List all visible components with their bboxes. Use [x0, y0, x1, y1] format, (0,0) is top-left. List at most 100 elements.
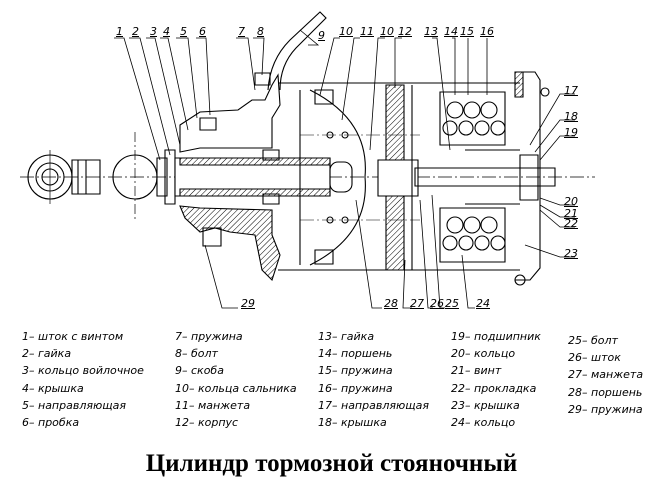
- callout-18: 18: [564, 110, 578, 123]
- legend-item: 22– прокладка: [451, 381, 537, 395]
- callout-20: 20: [564, 195, 578, 208]
- legend-item: 17– направляющая: [318, 398, 429, 412]
- callout-15: 15: [460, 25, 474, 38]
- callout-21: 21: [564, 207, 578, 220]
- legend-num: 19: [451, 330, 465, 343]
- legend-num: 12: [175, 415, 189, 429]
- legend-item: 29– пружина: [568, 402, 643, 416]
- legend-name: болт: [191, 347, 218, 361]
- legend-name: винт: [474, 364, 502, 378]
- legend-item: 11– манжета: [175, 398, 251, 412]
- callout-12: 12: [398, 25, 412, 38]
- legend-num: 3: [22, 364, 29, 378]
- legend-item: 28– поршень: [568, 385, 643, 399]
- callout-1: 1: [116, 25, 123, 38]
- legend-name: болт: [591, 334, 618, 347]
- callout-27: 27: [410, 297, 424, 310]
- legend-num: 18: [318, 415, 332, 429]
- legend-name: кольцо: [474, 415, 516, 429]
- callout-23: 23: [564, 247, 578, 260]
- legend-column-1: 1– шток с винтом 2– гайка 3– кольцо войл…: [22, 328, 144, 431]
- legend-num: 25: [568, 334, 582, 347]
- legend-item: 14– поршень: [318, 347, 393, 361]
- legend-item: 18– крышка: [318, 415, 387, 429]
- legend-name: поршень: [341, 347, 393, 361]
- callout-3: 3: [150, 25, 157, 38]
- callout-10a: 10: [339, 25, 353, 38]
- legend-num: 5: [22, 398, 29, 412]
- callout-22: 22: [564, 217, 578, 230]
- legend-num: 23: [451, 398, 465, 412]
- callout-26: 26: [430, 297, 444, 310]
- legend-name: направляющая: [341, 398, 429, 412]
- legend-item: 15– пружина: [318, 364, 393, 378]
- piston-28: [378, 85, 418, 270]
- parking-brake-cylinder-drawing: [0, 0, 663, 320]
- legend-name: крышка: [474, 398, 520, 412]
- legend-column-4: 19– подшипник 20– кольцо 21– винт 22– пр…: [451, 328, 541, 431]
- legend-name: пробка: [38, 415, 80, 429]
- legend-num: 27: [568, 368, 582, 382]
- legend-num: 24: [451, 415, 465, 429]
- spring-pack: [415, 92, 555, 262]
- piston-rod: [175, 150, 352, 204]
- legend-item: 5– направляющая: [22, 398, 126, 412]
- legend-num: 22: [451, 381, 465, 395]
- rear-cover: [515, 72, 549, 285]
- legend-name: крышка: [38, 381, 84, 395]
- callout-7: 7: [238, 25, 245, 38]
- callout-24: 24: [476, 297, 490, 310]
- callout-16: 16: [480, 25, 494, 38]
- callout-4: 4: [163, 25, 170, 38]
- legend-num: 15: [318, 364, 332, 378]
- callout-2: 2: [132, 25, 139, 38]
- legend-item: 7– пружина: [175, 330, 243, 343]
- legend-item: 16– пружина: [318, 381, 393, 395]
- legend-name: прокладка: [474, 381, 537, 395]
- legend-item: 1– шток с винтом: [22, 330, 124, 343]
- legend-item: 8– болт: [175, 347, 218, 361]
- legend-name: скоба: [191, 364, 224, 378]
- callout-29: 29: [241, 297, 255, 310]
- legend-item: 21– винт: [451, 364, 502, 378]
- legend-num: 14: [318, 347, 332, 361]
- legend-column-2: 7– пружина 8– болт 9– скоба 10– кольца с…: [175, 328, 297, 431]
- callout-8: 8: [257, 25, 264, 38]
- bracket-9: [268, 12, 326, 90]
- legend-num: 2: [22, 347, 29, 361]
- legend-num: 9: [175, 364, 182, 378]
- legend-column-3: 13– гайка 14– поршень 15– пружина 16– пр…: [318, 328, 429, 431]
- legend-item: 4– крышка: [22, 381, 84, 395]
- legend-name: направляющая: [38, 398, 126, 412]
- legend-num: 26: [568, 351, 582, 365]
- legend-name: подшипник: [474, 330, 541, 343]
- legend-name: корпус: [198, 415, 239, 429]
- legend-num: 11: [175, 398, 189, 412]
- legend-num: 6: [22, 415, 29, 429]
- callout-10b: 10: [380, 25, 394, 38]
- legend-name: пружина: [341, 381, 393, 395]
- legend-item: 6– пробка: [22, 415, 80, 429]
- legend-name: шток с винтом: [38, 330, 124, 343]
- callout-19: 19: [564, 126, 578, 139]
- legend-num: 20: [451, 347, 465, 361]
- callout-28: 28: [384, 297, 398, 310]
- legend-num: 17: [318, 398, 332, 412]
- legend-item: 13– гайка: [318, 330, 375, 343]
- legend-name: гайка: [38, 347, 72, 361]
- legend-item: 26– шток: [568, 351, 621, 365]
- legend-item: 25– болт: [568, 334, 618, 347]
- legend-num: 28: [568, 385, 582, 399]
- legend-num: 21: [451, 364, 465, 378]
- legend-name: поршень: [591, 385, 643, 399]
- legend-num: 13: [318, 330, 332, 343]
- legend-name: кольца сальника: [198, 381, 297, 395]
- callout-5: 5: [180, 25, 187, 38]
- legend-name: крышка: [341, 415, 387, 429]
- legend-num: 10: [175, 381, 189, 395]
- legend-name: гайка: [341, 330, 375, 343]
- legend-num: 1: [22, 330, 29, 343]
- legend-name: кольцо: [474, 347, 516, 361]
- callout-9: 9: [318, 29, 325, 42]
- legend-item: 19– подшипник: [451, 330, 541, 343]
